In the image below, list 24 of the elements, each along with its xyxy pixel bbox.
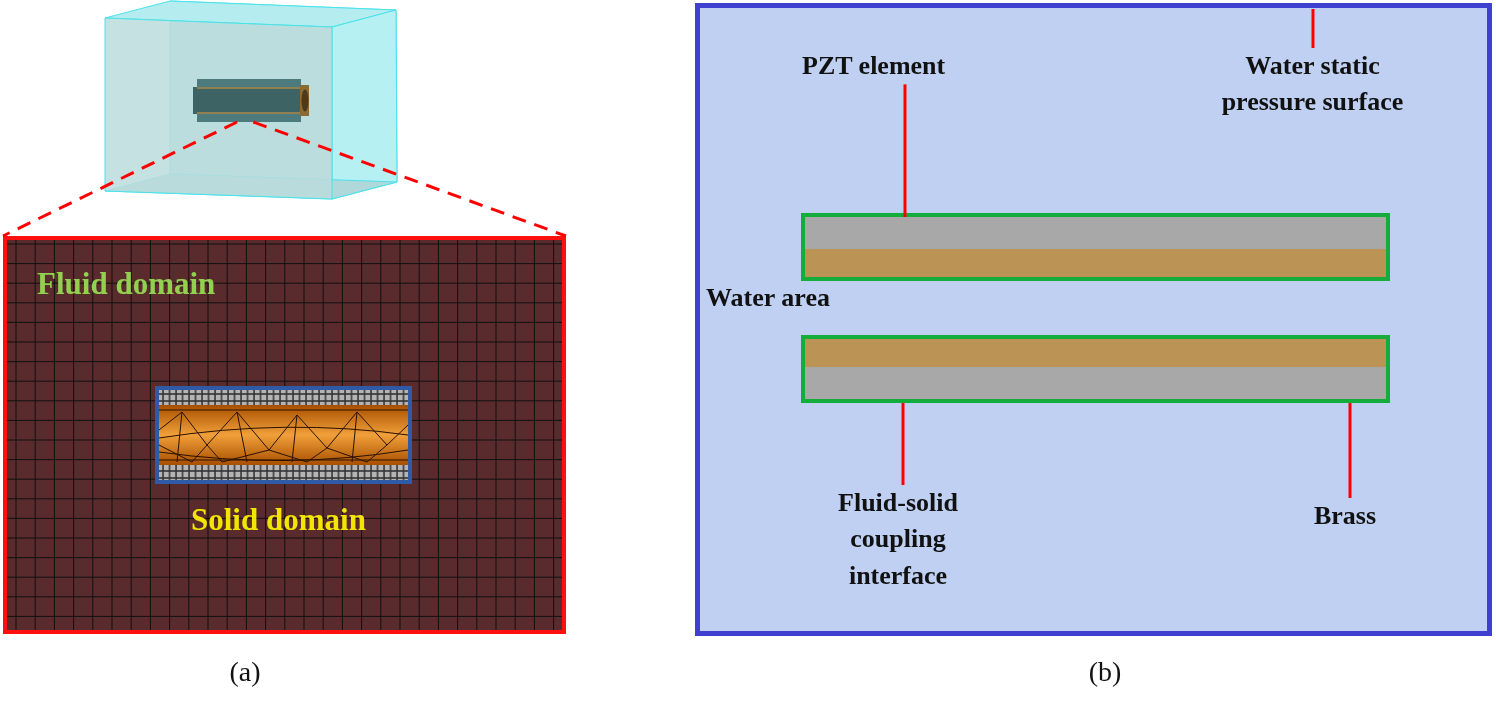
piezo-layer xyxy=(805,367,1386,399)
panel-caption: (a) xyxy=(228,655,262,689)
mesh-panel xyxy=(3,236,566,634)
part-label: Fluid-solid coupling interface xyxy=(798,485,998,595)
brass-layer xyxy=(805,339,1386,367)
domain-label: Fluid domain xyxy=(37,265,216,303)
part-label: Brass xyxy=(1300,498,1390,535)
piezo-layer xyxy=(805,217,1386,249)
part-label: PZT element xyxy=(802,48,967,85)
zoom-line xyxy=(252,120,567,238)
region-label: Water area xyxy=(706,282,830,314)
part-label: Water static pressure surface xyxy=(1205,48,1420,121)
panel-caption: (b) xyxy=(1087,655,1123,689)
transducer-wall xyxy=(801,213,1390,281)
brass-layer xyxy=(805,249,1386,277)
transducer-drawing xyxy=(193,79,309,122)
leader-line xyxy=(1348,403,1352,498)
transducer-wall xyxy=(801,335,1390,403)
water-domain-panel xyxy=(695,3,1492,636)
leader-line xyxy=(901,403,905,485)
leader-line xyxy=(1311,9,1315,48)
domain-label: Solid domain xyxy=(191,501,366,539)
zoom-line xyxy=(2,120,238,238)
leader-line xyxy=(903,84,907,217)
